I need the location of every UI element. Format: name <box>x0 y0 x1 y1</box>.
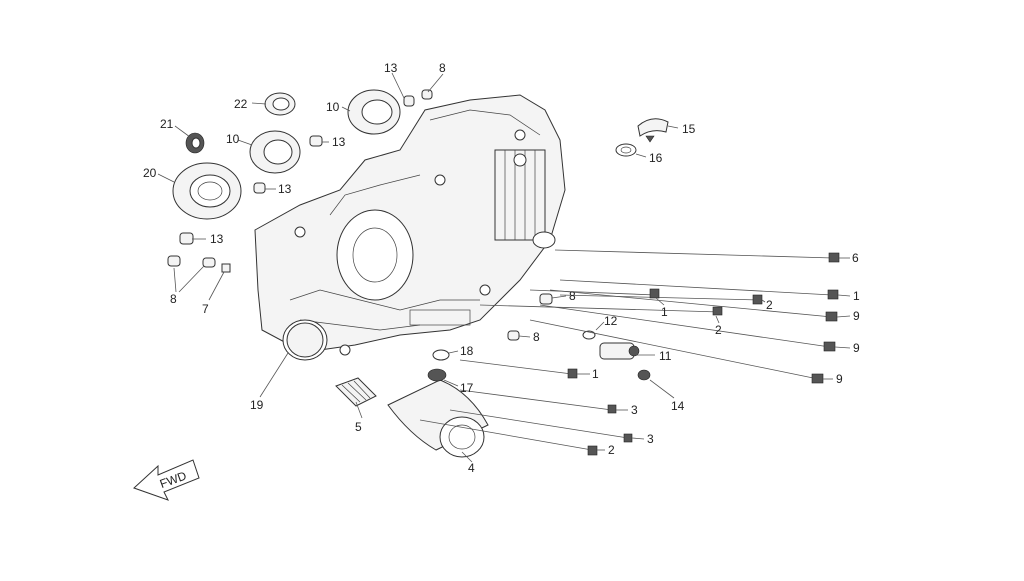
bolt-14 <box>637 369 651 381</box>
callout-13: 13 <box>384 61 398 75</box>
callout-16: 16 <box>649 151 663 165</box>
callout-15: 15 <box>682 122 696 136</box>
callout-9: 9 <box>853 341 860 355</box>
seal-19 <box>286 322 324 358</box>
callout-4: 4 <box>468 461 475 475</box>
callout-13: 13 <box>210 232 224 246</box>
fwd-arrow-icon: FWD <box>133 459 200 501</box>
bearing-10-lower <box>249 130 301 174</box>
bolts <box>419 249 840 456</box>
callout-7: 7 <box>202 302 209 316</box>
o-ring-16 <box>615 143 637 157</box>
callout-10: 10 <box>226 132 240 146</box>
callout-8: 8 <box>569 289 576 303</box>
bearing-22 <box>264 92 296 116</box>
callout-20: 20 <box>143 166 157 180</box>
callout-19: 19 <box>250 398 264 412</box>
callout-labels: 13 8 22 10 21 10 13 20 13 13 8 7 19 15 1… <box>143 61 860 475</box>
oil-filter-4 <box>387 379 489 458</box>
callout-22: 22 <box>234 97 248 111</box>
seal-21 <box>185 132 205 154</box>
bearing-20 <box>172 162 242 220</box>
dowel-pins <box>167 89 553 341</box>
callout-13: 13 <box>278 182 292 196</box>
filter-nipple-5 <box>335 377 377 407</box>
callout-2: 2 <box>766 298 773 312</box>
callout-12: 12 <box>604 314 618 328</box>
sensor-11 <box>599 342 640 360</box>
callout-8: 8 <box>533 330 540 344</box>
callout-10: 10 <box>326 100 340 114</box>
callout-9: 9 <box>836 372 843 386</box>
oil-filler-cap-15 <box>637 118 669 143</box>
callout-6: 6 <box>852 251 859 265</box>
callout-17: 17 <box>460 381 474 395</box>
callout-1: 1 <box>661 305 668 319</box>
callout-9: 9 <box>853 309 860 323</box>
callout-2: 2 <box>608 443 615 457</box>
callout-14: 14 <box>671 399 685 413</box>
callout-8: 8 <box>439 61 446 75</box>
drain-plug-17 <box>427 368 447 382</box>
callout-1: 1 <box>592 367 599 381</box>
callout-5: 5 <box>355 420 362 434</box>
callout-21: 21 <box>160 117 174 131</box>
callout-13: 13 <box>332 135 346 149</box>
callout-1: 1 <box>853 289 860 303</box>
callout-3: 3 <box>647 432 654 446</box>
callout-2: 2 <box>715 323 722 337</box>
callout-11: 11 <box>659 349 672 363</box>
crankcase <box>254 94 566 361</box>
callout-18: 18 <box>460 344 474 358</box>
callout-3: 3 <box>631 403 638 417</box>
bearing-10-upper <box>347 89 401 135</box>
washer-18 <box>432 349 450 361</box>
callout-8: 8 <box>170 292 177 306</box>
leader-lines <box>157 72 851 463</box>
